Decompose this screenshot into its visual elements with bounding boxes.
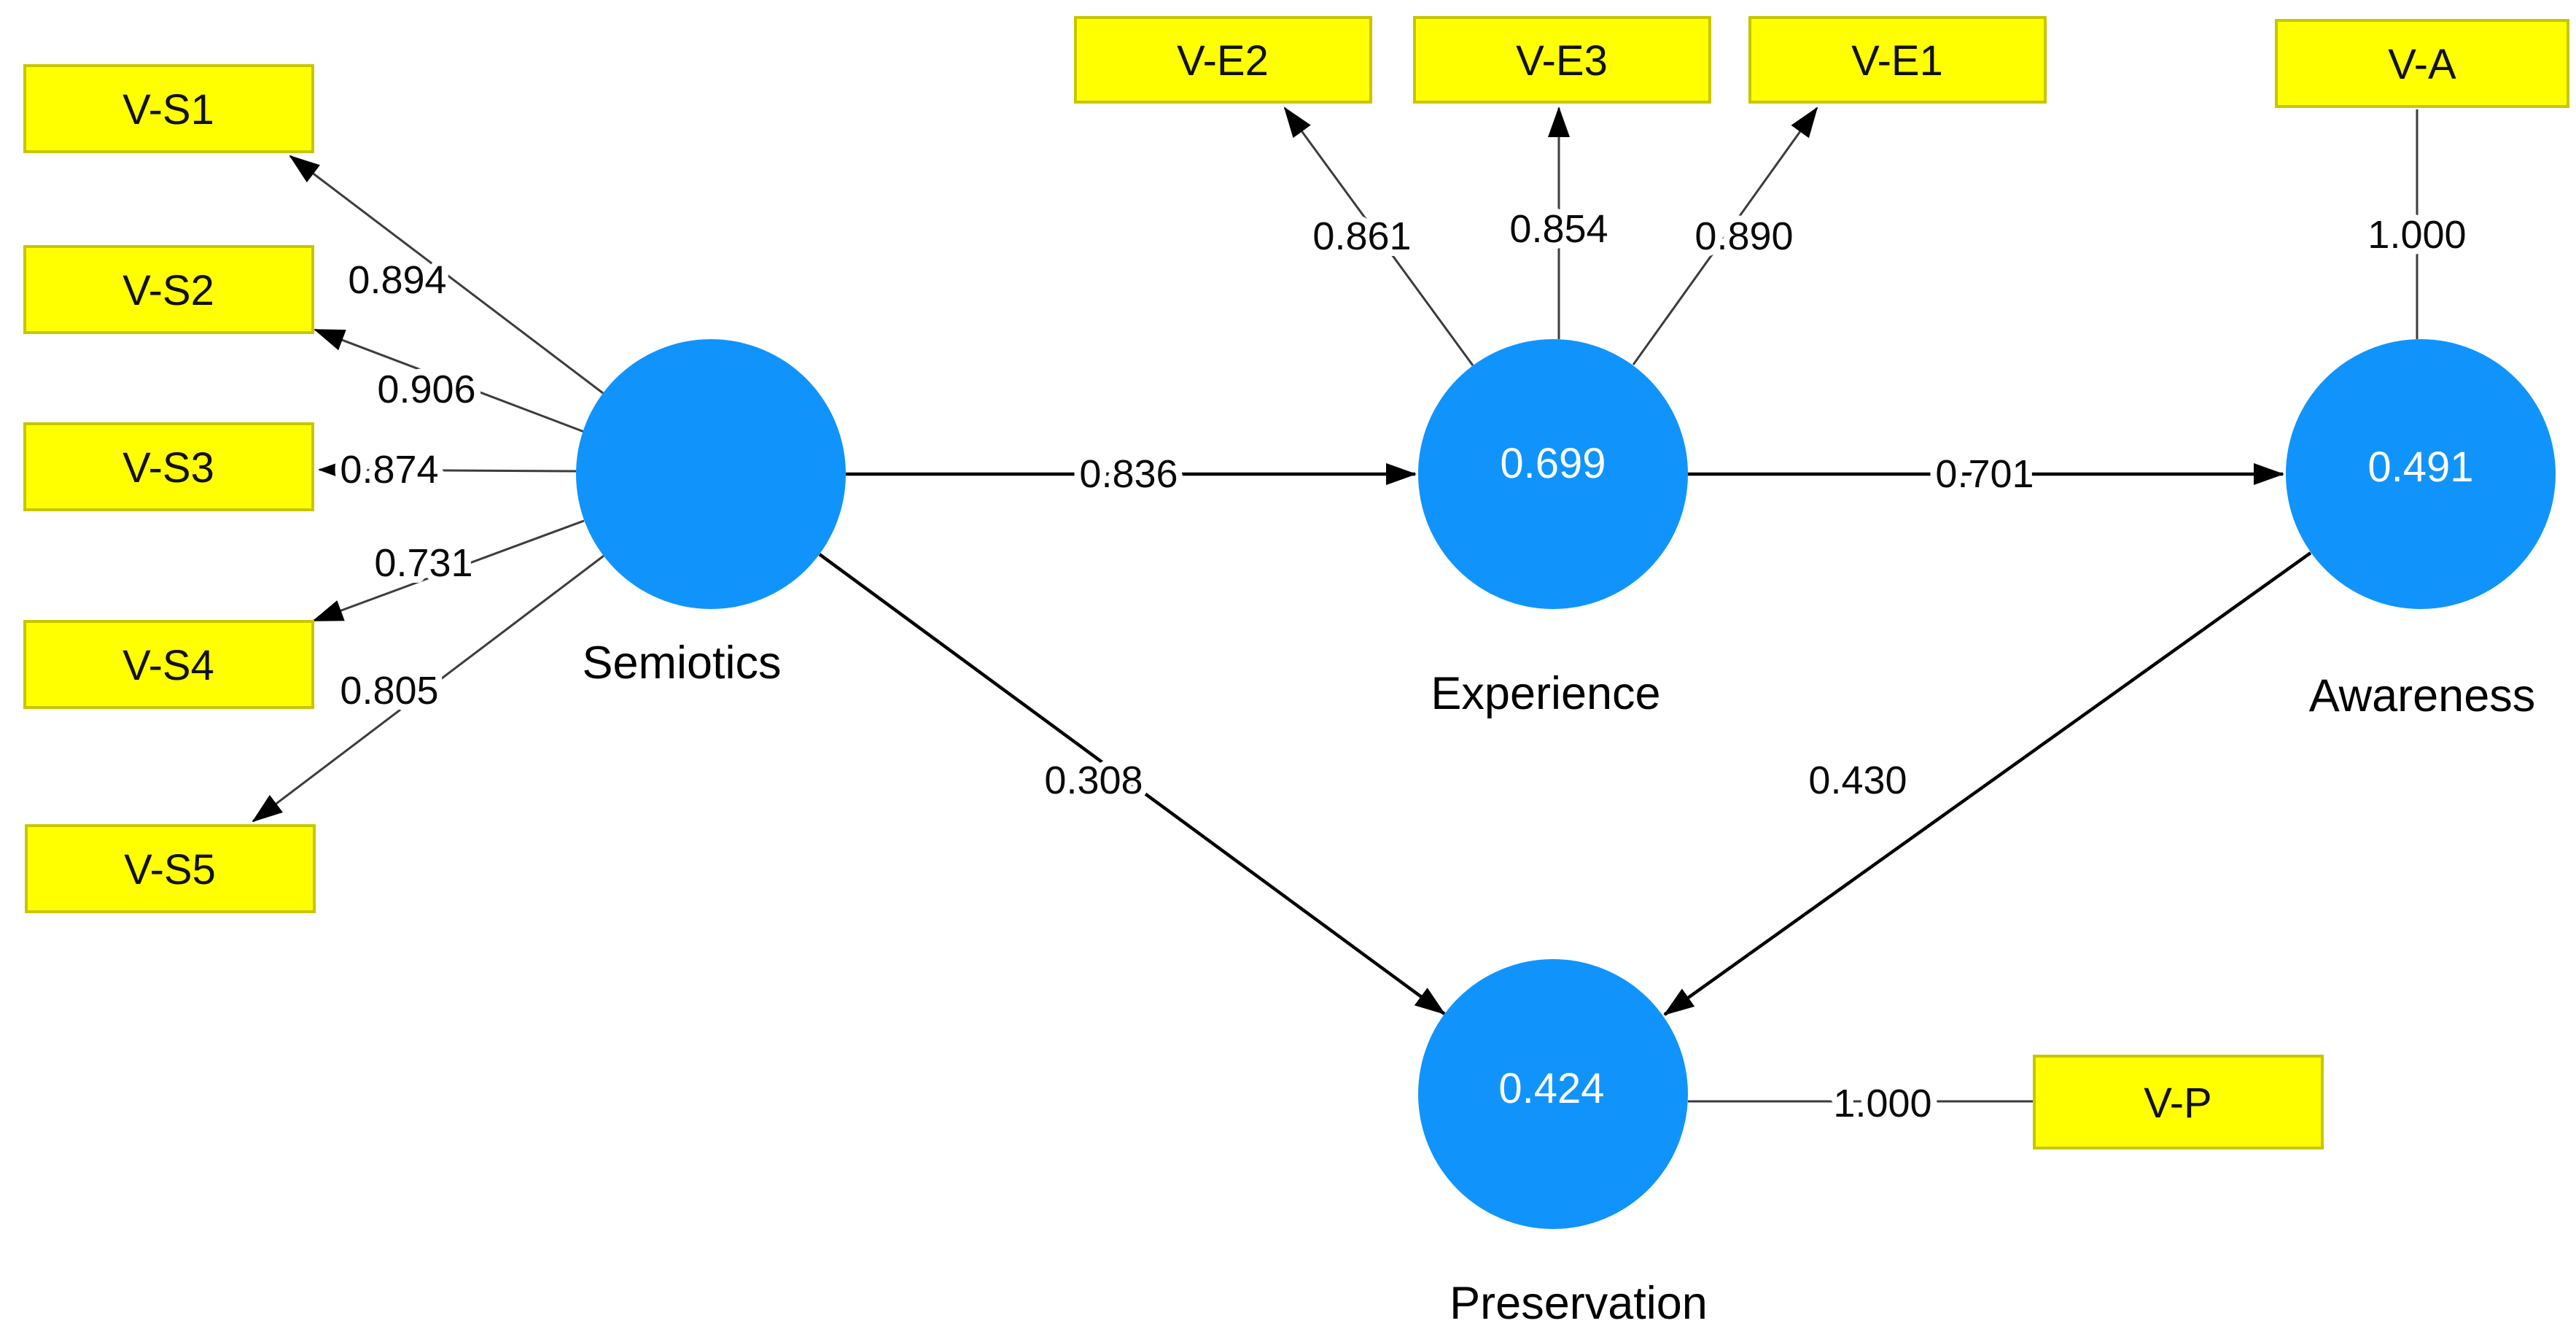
latent-node-experience [1418,339,1688,609]
path-label-awareness-preservation: 0.430 [1808,759,1907,802]
indicator-label-ve1: V-E1 [1851,37,1943,85]
latent-nodes [576,339,2556,1229]
edge-semiotics-vs3 [318,459,577,481]
loading-labels: 0.894 0.906 0.874 0.731 0.805 0.861 0.85… [333,201,2472,1132]
path-label-semiotics-preservation: 0.308 [1044,759,1143,802]
r2-values: 0.699 0.491 0.424 [1498,440,2473,1112]
indicator-box-vp [2033,1055,2324,1149]
edge-semiotics-vs5 [252,554,604,823]
structural-edges [818,463,2312,1016]
loading-label-vs3: 0.874 [340,448,438,492]
indicator-box-ve2 [1074,16,1372,104]
node-label-preservation: Preservation [1450,1278,1708,1326]
indicator-label-vs1: V-S1 [122,86,214,133]
indicator-boxes [23,16,2569,1149]
node-labels: Semiotics Experience Awareness Preservat… [582,637,2535,1326]
indicator-box-vs5 [25,824,316,913]
edge-semiotics-vs4 [312,519,585,622]
indicator-label-ve2: V-E2 [1177,37,1269,85]
edge-semiotics-vs2 [314,328,585,433]
edge-experience-ve1 [1632,106,1818,365]
edge-semiotics-vs1 [289,155,604,395]
indicator-box-va [2275,19,2569,108]
loading-label-vs1: 0.894 [348,258,446,302]
r2-value-awareness: 0.491 [2367,443,2473,491]
path-label-semiotics-experience: 0.836 [1079,452,1178,496]
path-label-experience-awareness: 0.701 [1935,452,2034,496]
path-labels: 0.836 0.701 0.308 0.430 [1038,446,2040,809]
r2-value-experience: 0.699 [1500,440,1606,487]
node-label-awareness: Awareness [2309,670,2536,721]
loading-label-vs4: 0.731 [374,541,472,585]
node-label-semiotics: Semiotics [582,637,781,689]
measurement-edges [252,106,2419,1103]
latent-node-awareness [2286,339,2556,609]
loading-label-ve2: 0.861 [1312,214,1411,258]
indicator-box-vs3 [23,422,314,511]
indicator-box-ve1 [1748,16,2047,104]
loading-label-vs5: 0.805 [340,669,438,713]
indicator-label-ve3: V-E3 [1516,37,1608,85]
edge-awareness-preservation [1663,551,2312,1016]
loading-label-vp: 1.000 [1833,1082,1931,1125]
indicator-label-vs4: V-S4 [122,642,214,689]
loading-label-ve3: 0.854 [1509,207,1608,251]
edge-experience-ve2 [1283,106,1474,366]
latent-node-semiotics [576,339,846,609]
loading-label-va: 1.000 [2367,213,2466,257]
indicator-box-ve3 [1413,16,1711,104]
indicator-label-vs5: V-S5 [124,846,216,893]
loading-label-ve1: 0.890 [1694,214,1793,258]
indicator-label-vp: V-P [2144,1079,2212,1127]
indicator-labels: V-S1 V-S2 V-S3 V-S4 V-S5 V-E2 V-E3 V-E1 … [122,37,2456,1127]
indicator-box-vs2 [23,245,314,334]
indicator-box-vs1 [23,64,314,153]
node-label-experience: Experience [1431,668,1660,719]
indicator-label-vs3: V-S3 [122,444,214,492]
indicator-label-vs2: V-S2 [122,267,214,314]
edge-semiotics-preservation [818,553,1446,1015]
loading-label-vs2: 0.906 [377,368,475,411]
indicator-box-vs4 [23,620,314,709]
latent-node-preservation [1418,959,1688,1229]
r2-value-preservation: 0.424 [1498,1065,1604,1112]
indicator-label-va: V-A [2388,41,2456,88]
